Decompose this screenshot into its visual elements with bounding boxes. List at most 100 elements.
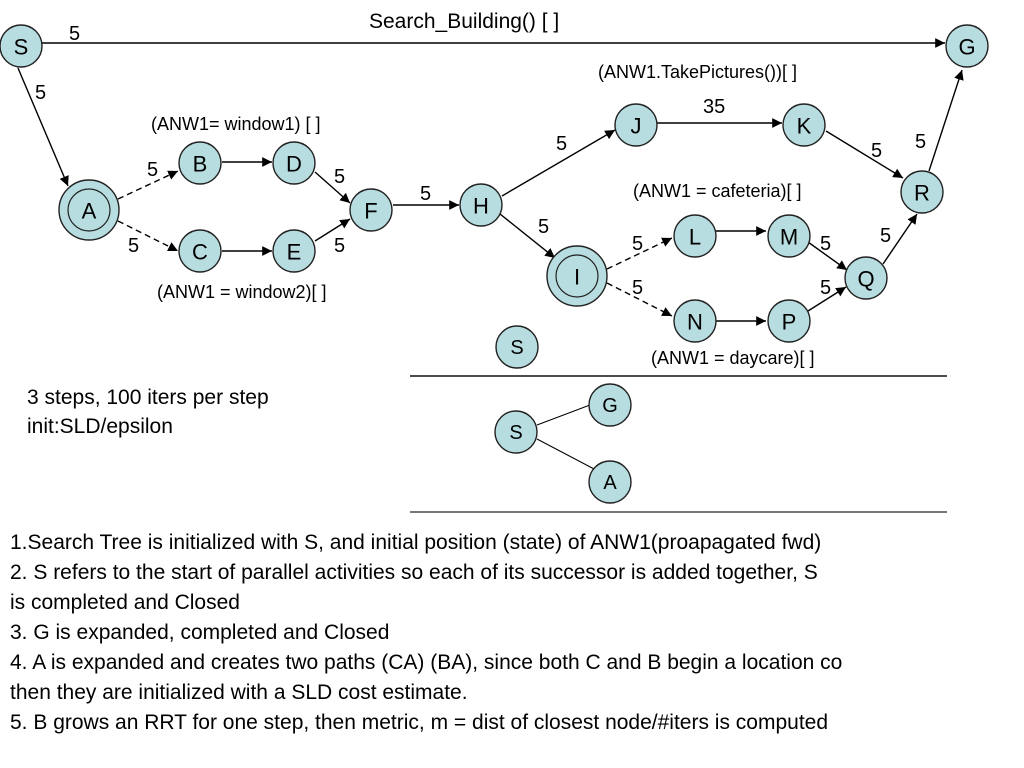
annotation-window1: (ANW1= window1) [ ] (151, 114, 321, 134)
nodes: S G A B C D E F H I J K L M N P Q R (0, 24, 989, 343)
tree-node-S-step1: S (495, 325, 539, 369)
weight-I-L: 5 (632, 233, 643, 255)
node-N: N (673, 299, 717, 343)
svg-text:F: F (364, 199, 377, 224)
note-line: then they are initialized with a SLD cos… (10, 681, 468, 704)
search-tree-step1: S (495, 325, 539, 369)
node-M: M (767, 214, 811, 258)
edge-R-G (928, 69, 964, 172)
edge-E-F (314, 218, 351, 242)
tree-edge-S-A (536, 438, 597, 471)
node-A: A (58, 179, 120, 241)
svg-text:P: P (782, 310, 797, 335)
edge-K-R (825, 130, 904, 179)
annotation-cafeteria: (ANW1 = cafeteria)[ ] (633, 181, 802, 201)
tree-node-A-step2: A (588, 460, 632, 504)
svg-text:S: S (509, 422, 522, 444)
edge-H-I (499, 213, 556, 259)
edge-I-N (606, 282, 673, 317)
tree-edge-S-G (536, 404, 591, 426)
edge-weights: 5 5 5 5 5 5 5 5 5 35 5 5 5 5 5 5 5 (35, 23, 926, 299)
svg-text:J: J (631, 114, 642, 139)
weight-A-C: 5 (128, 235, 139, 257)
edge-I-L (606, 237, 673, 270)
note-line: 4. A is expanded and creates two paths (… (10, 651, 843, 674)
node-J: J (614, 103, 658, 147)
edge-A-C (117, 220, 179, 252)
title-edge-label: Search_Building() [ ] (369, 10, 559, 33)
edge-H-J (501, 129, 616, 197)
weight-A-B: 5 (147, 159, 158, 181)
search-parameters: 3 steps, 100 iters per step init:SLD/eps… (27, 383, 269, 441)
svg-text:H: H (473, 194, 489, 219)
note-line: 2. S refers to the start of parallel act… (10, 561, 818, 584)
tree-node-S-step2: S (494, 410, 538, 454)
search-tree-step2: S G A (494, 383, 632, 504)
weight-H-I: 5 (538, 216, 549, 238)
svg-text:D: D (286, 152, 302, 177)
weight-E-F: 5 (334, 235, 345, 257)
node-D: D (272, 141, 316, 185)
svg-text:L: L (689, 225, 701, 250)
note-line: is completed and Closed (10, 591, 240, 614)
annotation-window2: (ANW1 = window2)[ ] (157, 282, 327, 302)
weight-S-A: 5 (35, 82, 46, 104)
node-S: S (0, 24, 43, 68)
edge-Q-R (882, 213, 918, 265)
node-Q: Q (844, 256, 888, 300)
note-line: 3. G is expanded, completed and Closed (10, 621, 390, 644)
svg-text:E: E (287, 240, 302, 265)
svg-text:A: A (603, 472, 617, 494)
node-H: H (459, 183, 503, 227)
weight-P-Q: 5 (820, 277, 831, 299)
svg-text:G: G (602, 395, 618, 417)
params-line-1: 3 steps, 100 iters per step (27, 386, 269, 409)
node-G: G (945, 24, 989, 68)
svg-text:S: S (14, 35, 29, 60)
svg-text:K: K (797, 114, 812, 139)
svg-text:S: S (510, 337, 523, 359)
svg-text:R: R (914, 181, 930, 206)
weight-R-G: 5 (915, 131, 926, 153)
node-P: P (767, 299, 811, 343)
node-B: B (178, 141, 222, 185)
weight-H-J: 5 (556, 133, 567, 155)
weight-M-Q: 5 (820, 233, 831, 255)
annotation-take-pictures: (ANW1.TakePictures())[ ] (598, 62, 797, 82)
edge-P-Q (807, 286, 847, 312)
weight-I-N: 5 (632, 277, 643, 299)
node-K: K (782, 103, 826, 147)
note-line: 5. B grows an RRT for one step, then met… (10, 711, 829, 734)
weight-F-H: 5 (420, 183, 431, 205)
node-I: I (546, 245, 608, 307)
svg-text:C: C (192, 240, 208, 265)
weight-J-K: 35 (703, 96, 725, 118)
params-line-2: init:SLD/epsilon (27, 415, 173, 438)
svg-text:Q: Q (857, 267, 874, 292)
weight-S-G: 5 (69, 23, 80, 45)
svg-text:B: B (193, 152, 208, 177)
svg-text:M: M (780, 225, 798, 250)
edge-D-F (314, 171, 351, 204)
edge-S-A (17, 67, 69, 187)
note-line: 1.Search Tree is initialized with S, and… (10, 531, 822, 554)
algorithm-notes: 1.Search Tree is initialized with S, and… (10, 528, 1024, 738)
annotation-daycare: (ANW1 = daycare)[ ] (651, 348, 815, 368)
node-R: R (900, 170, 944, 214)
node-C: C (178, 229, 222, 273)
edges (17, 38, 964, 326)
svg-text:N: N (687, 310, 703, 335)
svg-text:A: A (82, 199, 97, 224)
edge-A-B (117, 170, 179, 200)
weight-Q-R: 5 (880, 225, 891, 247)
weight-D-F: 5 (334, 166, 345, 188)
edge-M-Q (807, 241, 848, 271)
plan-graph-diagram: 5 5 5 5 5 5 5 5 5 35 5 5 5 5 5 5 5 Searc… (0, 10, 989, 513)
weight-K-R: 5 (871, 140, 882, 162)
svg-text:G: G (958, 35, 975, 60)
node-F: F (349, 188, 393, 232)
svg-text:I: I (574, 265, 580, 290)
node-L: L (673, 214, 717, 258)
node-E: E (272, 229, 316, 273)
tree-node-G-step2: G (588, 383, 632, 427)
